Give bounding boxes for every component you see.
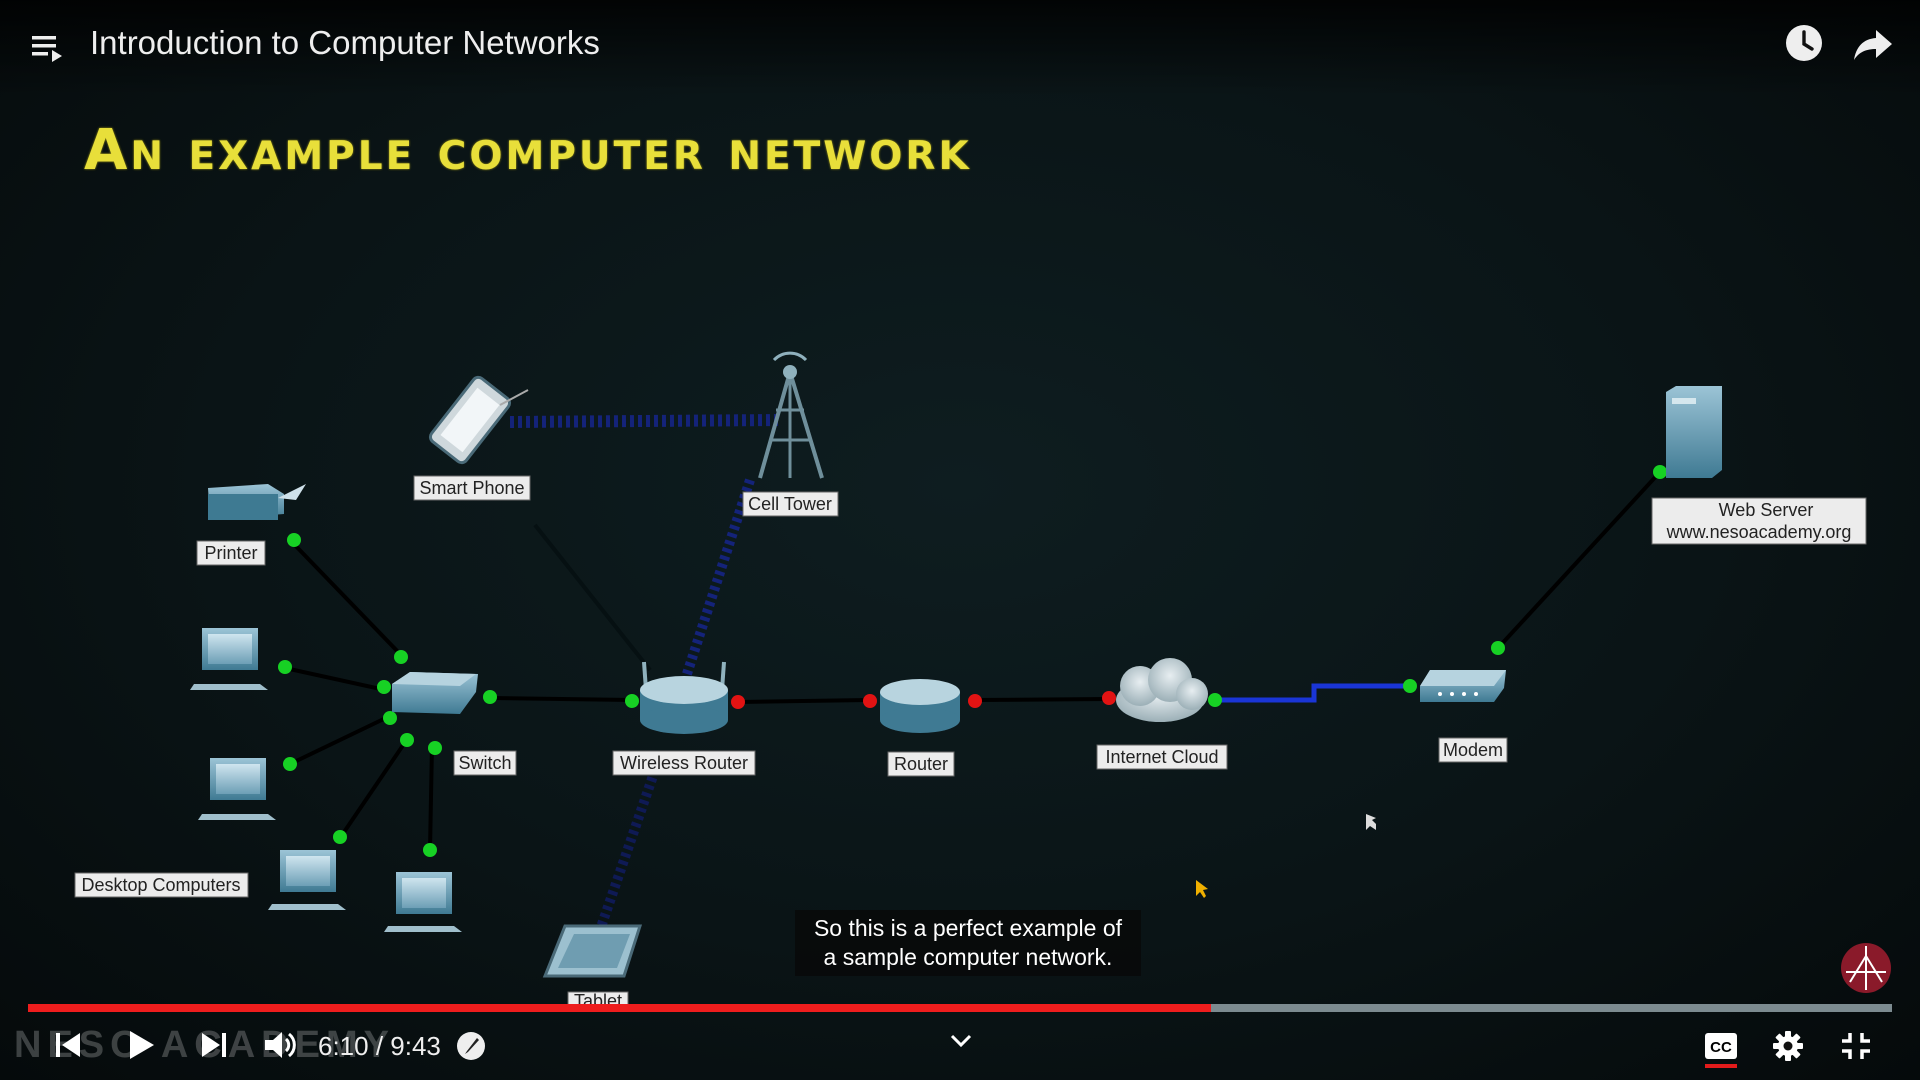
progress-played <box>28 1004 1211 1012</box>
svg-text:Wireless Router: Wireless Router <box>620 753 748 773</box>
router-device <box>880 679 960 733</box>
smart-phone-device <box>428 375 529 465</box>
volume-icon[interactable] <box>262 1028 298 1062</box>
time-display: 6:10 / 9:43 <box>318 1031 441 1062</box>
time-separator: / <box>368 1031 391 1061</box>
svg-text:Cell Tower: Cell Tower <box>748 494 832 514</box>
desktop-computer-device-3 <box>268 850 346 910</box>
clock-icon[interactable] <box>1783 22 1825 64</box>
gear-icon[interactable] <box>1772 1030 1804 1062</box>
label-router: Router <box>887 751 955 777</box>
desktop-computer-device-2 <box>198 758 276 820</box>
svg-text:Internet Cloud: Internet Cloud <box>1105 747 1218 767</box>
cell-tower-device <box>758 351 824 479</box>
tablet-device <box>542 924 643 978</box>
share-icon[interactable] <box>1852 24 1894 64</box>
time-total: 9:43 <box>390 1031 441 1061</box>
playlist-icon[interactable] <box>28 28 68 68</box>
chevron-down-icon[interactable] <box>948 1032 974 1050</box>
label-internet-cloud: Internet Cloud <box>1096 744 1228 770</box>
caption-box: So this is a perfect example of a sample… <box>795 910 1141 976</box>
skip-previous-icon[interactable] <box>52 1030 86 1060</box>
video-title[interactable]: Introduction to Computer Networks <box>90 24 600 61</box>
link-status-dots <box>278 465 1667 857</box>
svg-text:Switch: Switch <box>458 753 511 773</box>
progress-bar[interactable] <box>28 1004 1892 1012</box>
svg-text:Printer: Printer <box>204 543 257 563</box>
time-current: 6:10 <box>318 1031 369 1061</box>
svg-text:Router: Router <box>894 754 948 774</box>
play-icon[interactable] <box>124 1028 158 1062</box>
desktop-computer-device-1 <box>190 628 268 690</box>
exit-fullscreen-icon[interactable] <box>1840 1031 1872 1061</box>
hand-cursor-icon <box>1366 814 1376 830</box>
slide-heading: An example computer network <box>84 118 972 183</box>
modem-device <box>1420 670 1506 702</box>
label-switch: Switch <box>453 750 517 776</box>
autoplay-icon[interactable] <box>456 1031 486 1061</box>
arrow-cursor-icon <box>1196 880 1208 898</box>
label-cell-tower: Cell Tower <box>742 491 839 517</box>
svg-text:Desktop Computers: Desktop Computers <box>81 875 240 895</box>
svg-text:Modem: Modem <box>1443 740 1503 760</box>
caption-line-1: So this is a perfect example of <box>813 915 1123 941</box>
label-smart-phone: Smart Phone <box>413 475 531 501</box>
channel-logo-icon[interactable] <box>1840 942 1892 994</box>
label-modem: Modem <box>1438 737 1508 763</box>
svg-text:Smart Phone: Smart Phone <box>419 478 524 498</box>
label-desktop-computers: Desktop Computers <box>74 872 249 898</box>
desktop-computer-device-4 <box>384 872 462 932</box>
skip-next-icon[interactable] <box>196 1030 230 1060</box>
top-bar: Introduction to Computer Networks <box>0 0 1920 96</box>
cc-icon[interactable]: CC <box>1704 1032 1738 1060</box>
svg-text:www.nesoacademy.org: www.nesoacademy.org <box>1666 522 1852 542</box>
switch-device <box>392 672 478 714</box>
connection-lines <box>284 414 1662 932</box>
label-wireless-router: Wireless Router <box>612 750 756 776</box>
captions-active-indicator <box>1705 1064 1737 1068</box>
printer-device <box>208 484 306 520</box>
caption-line-2: a sample computer network. <box>823 944 1113 970</box>
internet-cloud-device <box>1116 658 1208 722</box>
label-web-server: Web Server www.nesoacademy.org <box>1651 497 1867 545</box>
label-printer: Printer <box>196 540 266 566</box>
wireless-router-device <box>640 661 728 734</box>
web-server-device <box>1666 386 1722 478</box>
svg-text:Web Server: Web Server <box>1719 500 1814 520</box>
svg-text:CC: CC <box>1710 1039 1732 1056</box>
